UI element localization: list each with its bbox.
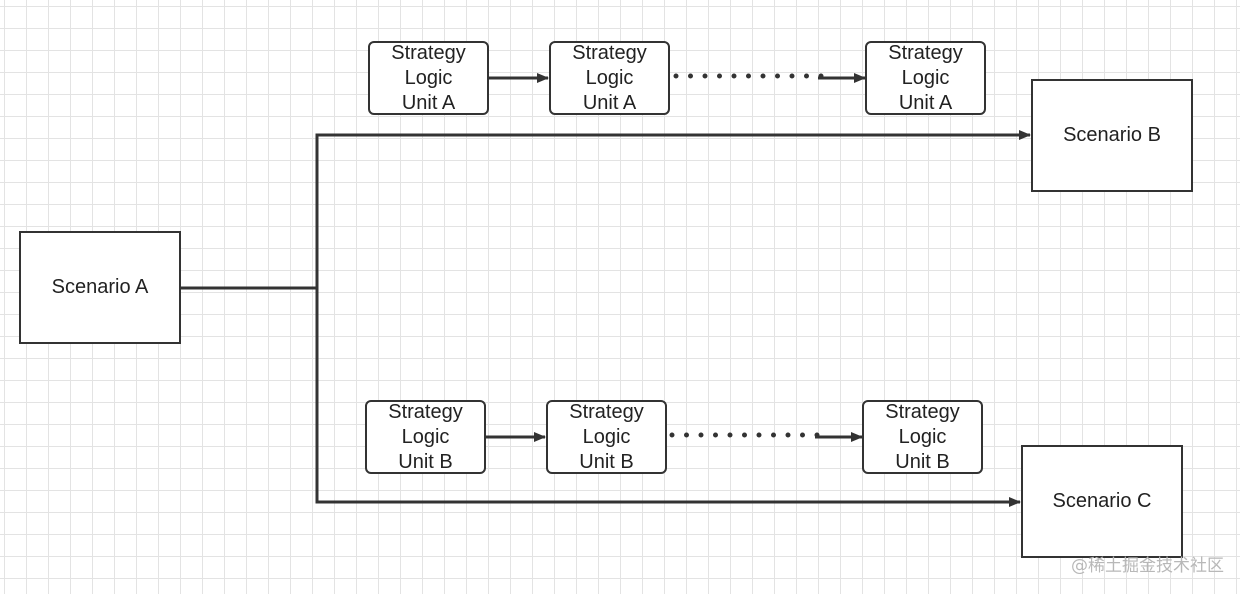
strategy-unit-a-2[interactable]: Strategy Logic Unit A	[549, 41, 670, 115]
scenario-a-box[interactable]: Scenario A	[19, 231, 181, 344]
unit-text-line: Unit A	[401, 91, 456, 114]
strategy-unit-a-1[interactable]: Strategy Logic Unit A	[368, 41, 489, 115]
unit-text-line: Logic	[585, 66, 634, 89]
strategy-unit-b-2[interactable]: Strategy Logic Unit B	[546, 400, 667, 474]
unit-text-line: Strategy	[885, 400, 960, 423]
unit-text-line: Strategy	[569, 400, 644, 423]
strategy-unit-a-3[interactable]: Strategy Logic Unit A	[865, 41, 986, 115]
strategy-unit-b-3[interactable]: Strategy Logic Unit B	[862, 400, 983, 474]
unit-text-line: Unit B	[895, 450, 950, 473]
unit-text-line: Unit A	[582, 91, 637, 114]
scenario-c-label: Scenario C	[1052, 490, 1152, 512]
unit-text-line: Strategy	[888, 41, 963, 64]
unit-text-line: Strategy	[572, 41, 647, 64]
unit-text-line: Unit B	[579, 450, 634, 473]
scenario-a-label: Scenario A	[51, 276, 149, 298]
unit-text-line: Strategy	[391, 41, 466, 64]
unit-text-line: Strategy	[388, 400, 463, 423]
connector-a-to-b	[315, 130, 1031, 288]
scenario-c-box[interactable]: Scenario C	[1021, 445, 1183, 558]
strategy-unit-b-1[interactable]: Strategy Logic Unit B	[365, 400, 486, 474]
watermark: @稀土掘金技术社区	[1071, 556, 1224, 576]
unit-text-line: Logic	[582, 425, 631, 448]
unit-text-line: Logic	[898, 425, 947, 448]
unit-text-line: Logic	[901, 66, 950, 89]
scenario-b-box[interactable]: Scenario B	[1031, 79, 1193, 192]
connector-a-to-c	[315, 288, 1021, 507]
unit-text-line: Logic	[404, 66, 453, 89]
scenario-b-label: Scenario B	[1063, 124, 1161, 146]
unit-text-line: Unit B	[398, 450, 453, 473]
unit-text-line: Logic	[401, 425, 450, 448]
unit-text-line: Unit A	[898, 91, 953, 114]
